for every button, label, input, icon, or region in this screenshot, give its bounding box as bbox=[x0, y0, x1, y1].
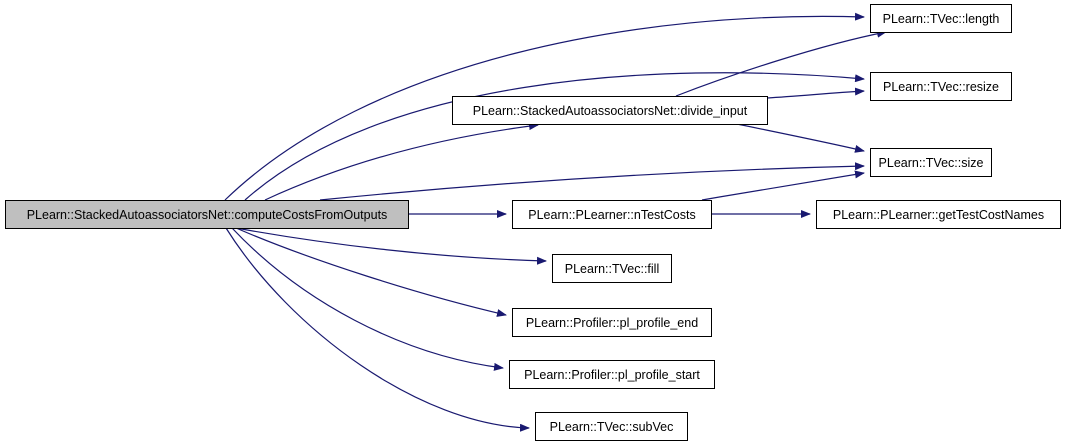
node-label-resize: PLearn::TVec::resize bbox=[883, 80, 999, 94]
edge-divide-to-length bbox=[675, 29, 887, 97]
node-box-root[interactable] bbox=[5, 200, 409, 229]
node-divide[interactable]: PLearn::StackedAutoassociatorsNet::divid… bbox=[452, 96, 768, 125]
node-box-resize[interactable] bbox=[870, 72, 1012, 101]
node-box-pend[interactable] bbox=[512, 308, 712, 337]
edge-root-to-pend bbox=[235, 227, 507, 317]
edge-root-to-length bbox=[224, 12, 865, 201]
node-box-gtcn[interactable] bbox=[816, 200, 1061, 229]
node-box-ntest[interactable] bbox=[512, 200, 712, 229]
node-label-pstart: PLearn::Profiler::pl_profile_start bbox=[524, 368, 700, 382]
node-subvec[interactable]: PLearn::TVec::subVec bbox=[535, 412, 688, 441]
node-size[interactable]: PLearn::TVec::size bbox=[870, 148, 992, 177]
node-root[interactable]: PLearn::StackedAutoassociatorsNet::compu… bbox=[5, 200, 409, 229]
node-pstart[interactable]: PLearn::Profiler::pl_profile_start bbox=[509, 360, 715, 389]
node-label-subvec: PLearn::TVec::subVec bbox=[550, 420, 674, 434]
node-label-length: PLearn::TVec::length bbox=[883, 12, 1000, 26]
edge-divide-to-resize bbox=[766, 87, 865, 99]
node-box-subvec[interactable] bbox=[535, 412, 688, 441]
node-label-gtcn: PLearn::PLearner::getTestCostNames bbox=[833, 208, 1044, 222]
node-label-divide: PLearn::StackedAutoassociatorsNet::divid… bbox=[473, 104, 748, 118]
edge-root-to-size bbox=[319, 162, 865, 201]
node-label-size: PLearn::TVec::size bbox=[879, 156, 984, 170]
node-ntest[interactable]: PLearn::PLearner::nTestCosts bbox=[512, 200, 712, 229]
node-pend[interactable]: PLearn::Profiler::pl_profile_end bbox=[512, 308, 712, 337]
node-length[interactable]: PLearn::TVec::length bbox=[870, 4, 1012, 33]
node-label-pend: PLearn::Profiler::pl_profile_end bbox=[526, 316, 698, 330]
edge-root-to-pstart bbox=[231, 227, 504, 371]
node-resize[interactable]: PLearn::TVec::resize bbox=[870, 72, 1012, 101]
edge-divide-to-size bbox=[736, 123, 865, 153]
node-label-ntest: PLearn::PLearner::nTestCosts bbox=[528, 208, 695, 222]
node-box-pstart[interactable] bbox=[509, 360, 715, 389]
node-box-size[interactable] bbox=[870, 148, 992, 177]
edge-root-to-divide bbox=[264, 122, 539, 201]
node-fill[interactable]: PLearn::TVec::fill bbox=[552, 254, 672, 283]
node-box-length[interactable] bbox=[870, 4, 1012, 33]
node-box-divide[interactable] bbox=[452, 96, 768, 125]
edge-root-to-subvec bbox=[225, 227, 530, 432]
node-gtcn[interactable]: PLearn::PLearner::getTestCostNames bbox=[816, 200, 1061, 229]
edge-root-to-resize bbox=[244, 72, 865, 201]
node-label-fill: PLearn::TVec::fill bbox=[565, 262, 660, 276]
node-box-fill[interactable] bbox=[552, 254, 672, 283]
edge-ntest-to-size bbox=[701, 170, 865, 201]
node-label-root: PLearn::StackedAutoassociatorsNet::compu… bbox=[27, 208, 388, 222]
edge-root-to-fill bbox=[235, 227, 547, 265]
